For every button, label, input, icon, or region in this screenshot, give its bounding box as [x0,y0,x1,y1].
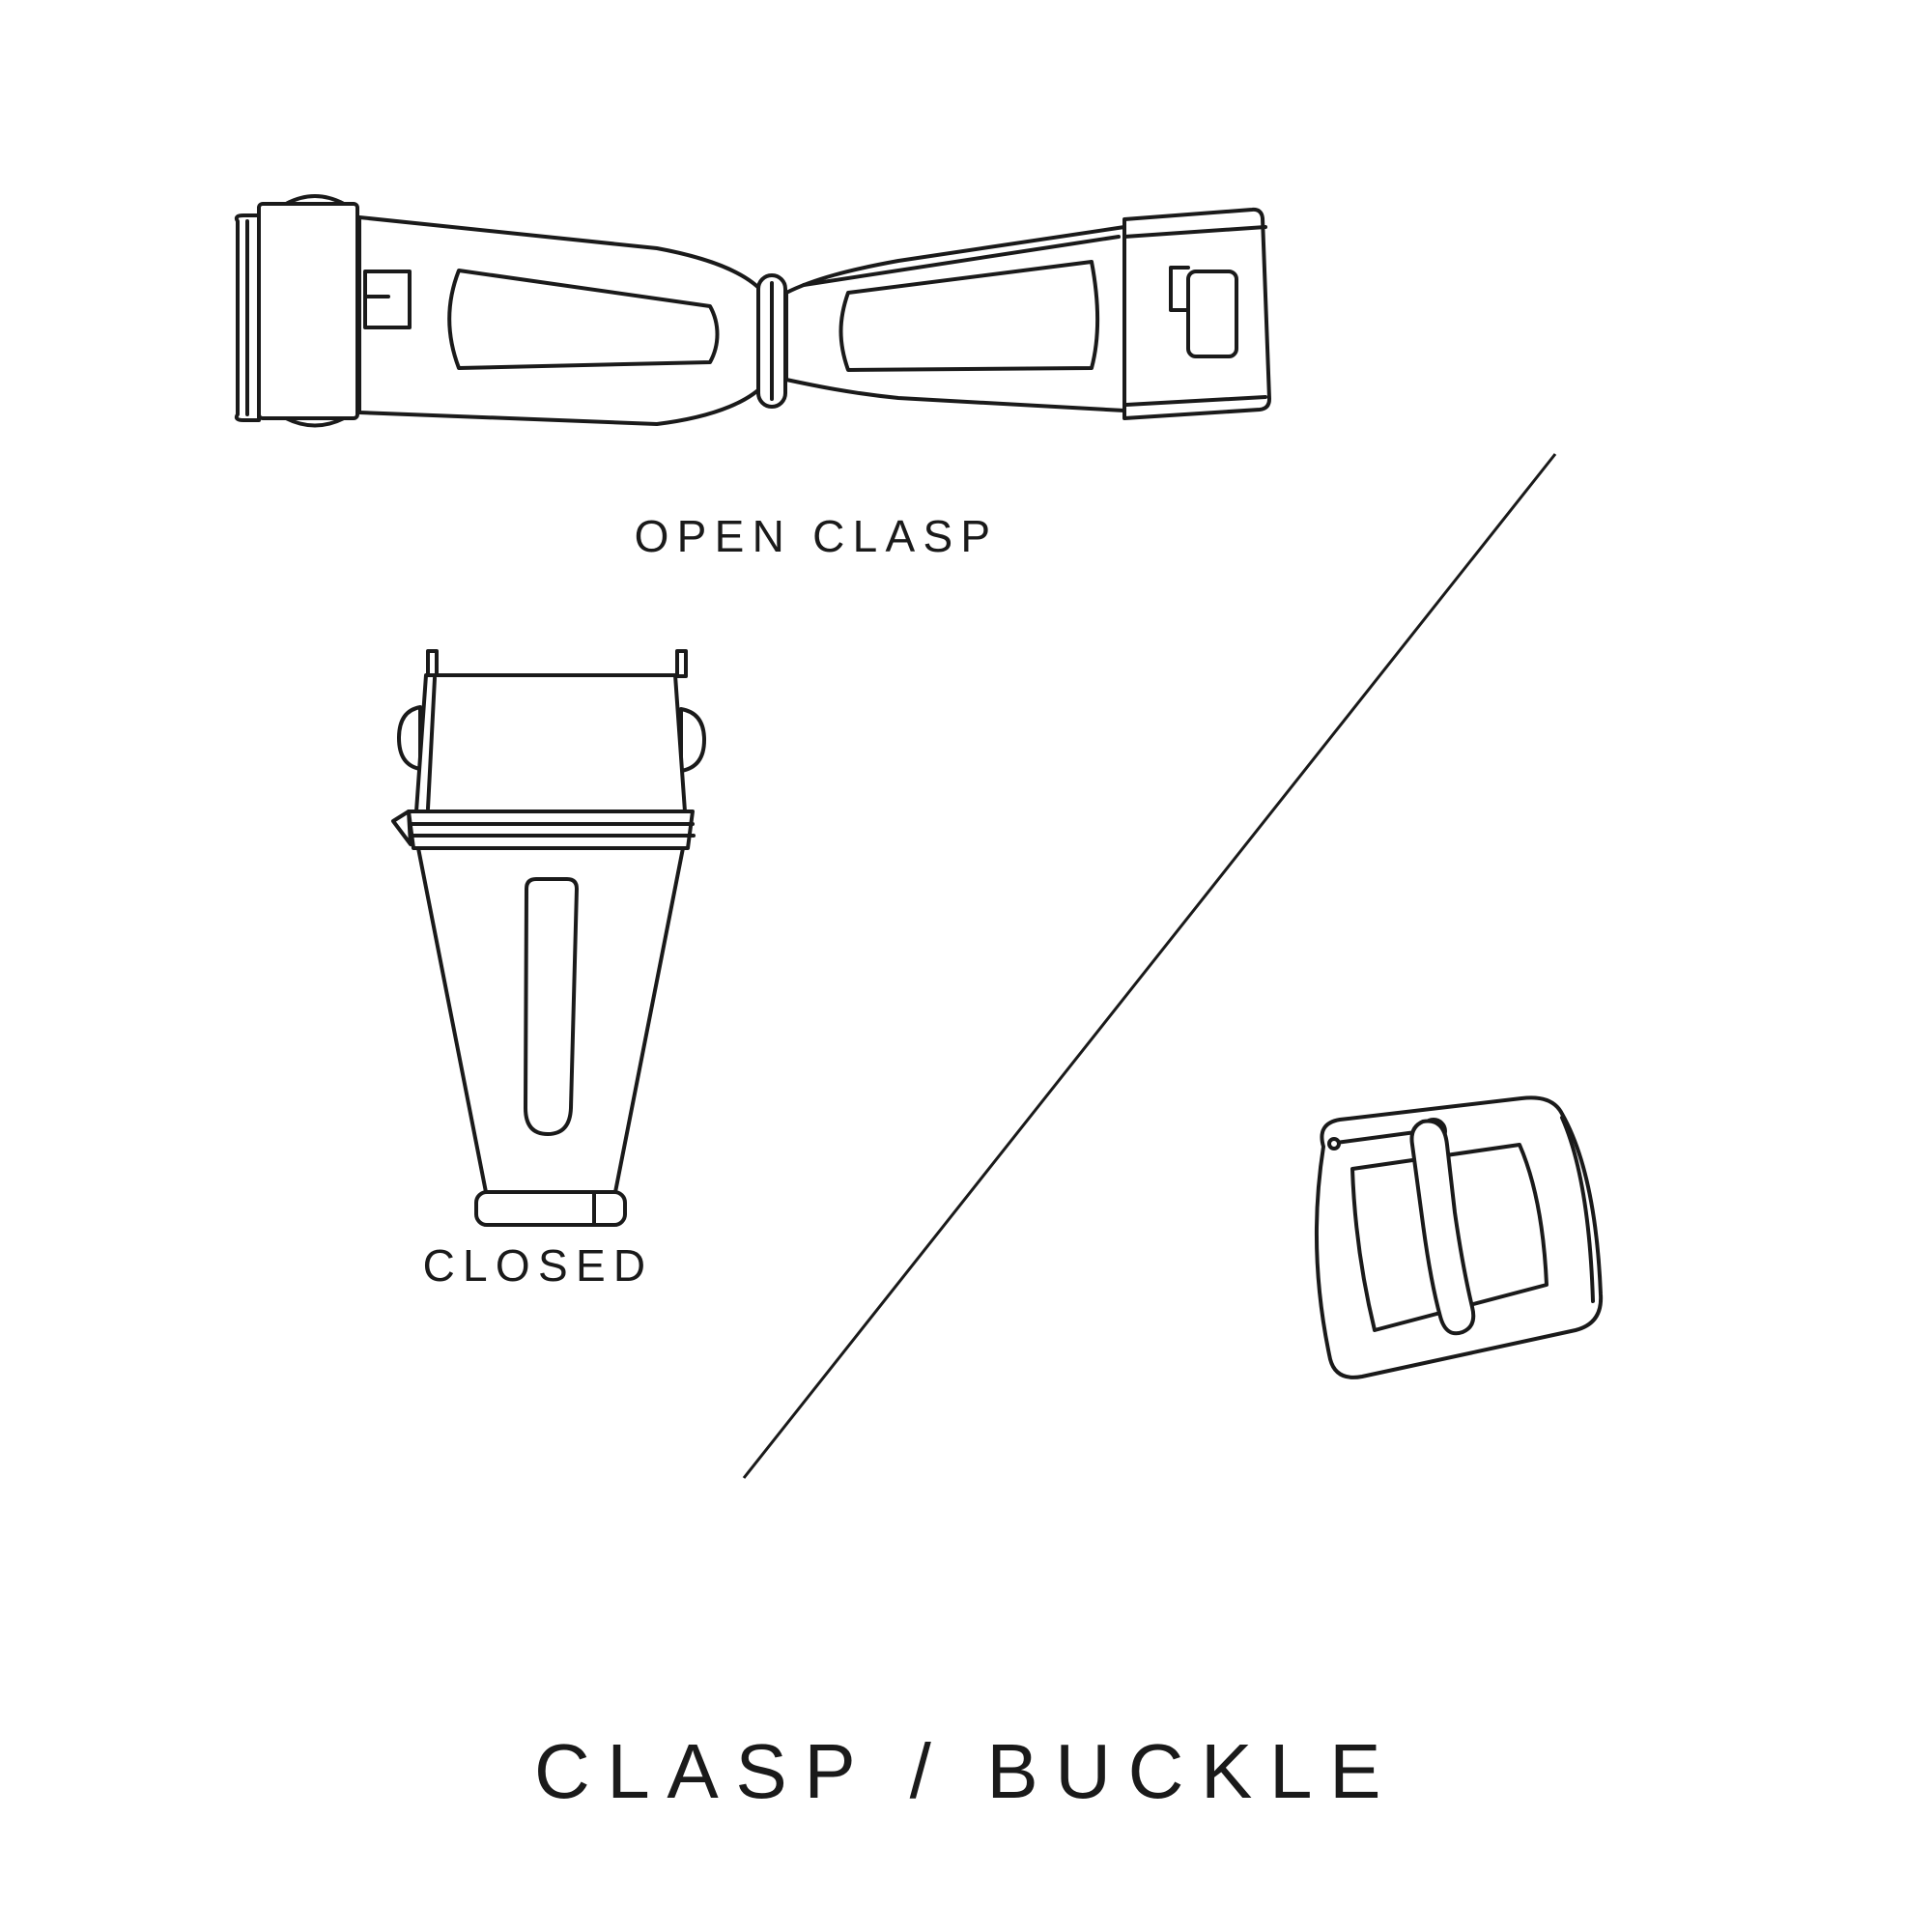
closed-clasp-illustration [391,649,706,1227]
diagram-title: CLASP / BUCKLE [533,1728,1399,1814]
open-clasp-label: OPEN CLASP [634,511,999,561]
closed-clasp-label: CLOSED [422,1240,654,1291]
open-clasp-illustration [234,194,1271,428]
tang-buckle-illustration [1314,1095,1604,1379]
